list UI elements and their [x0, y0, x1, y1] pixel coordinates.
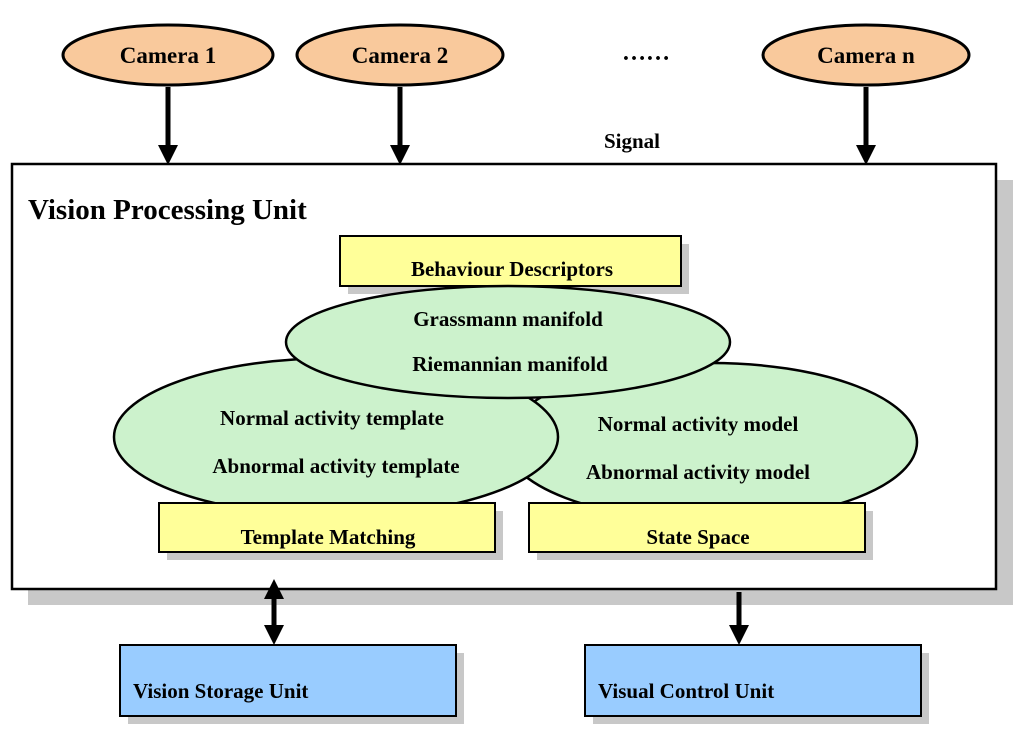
template-matching-label: Template Matching: [241, 525, 416, 549]
riemannian-manifold: Riemannian manifold: [412, 352, 608, 376]
state-space-label: State Space: [646, 525, 749, 549]
camera-ellipsis: ……: [622, 40, 670, 66]
signal-label: Signal: [604, 129, 660, 153]
normal-activity-template: Normal activity template: [220, 406, 444, 430]
camera-n-node: Camera n: [761, 23, 971, 87]
vpu-title: Vision Processing Unit: [28, 194, 307, 226]
visual-control-unit: [584, 644, 922, 717]
camera-n-label: Camera n: [817, 43, 915, 68]
abnormal-activity-model: Abnormal activity model: [586, 460, 810, 484]
abnormal-activity-template: Abnormal activity template: [212, 454, 459, 478]
vision-storage-unit: [119, 644, 457, 717]
camera-1-node: Camera 1: [61, 23, 275, 87]
visual-control-unit-label: Visual Control Unit: [598, 679, 774, 703]
camera-2-label: Camera 2: [352, 43, 448, 68]
camera-1-label: Camera 1: [120, 43, 216, 68]
behaviour-descriptors-box: [339, 235, 682, 287]
normal-activity-model: Normal activity model: [598, 412, 799, 436]
template-matching-box: [158, 502, 496, 553]
manifolds-ellipse: [284, 284, 732, 400]
vision-storage-unit-label: Vision Storage Unit: [133, 679, 308, 703]
grassmann-manifold: Grassmann manifold: [413, 307, 603, 331]
camera-2-node: Camera 2: [295, 23, 505, 87]
state-space-box: [528, 502, 866, 553]
behaviour-descriptors-label: Behaviour Descriptors: [411, 257, 613, 281]
